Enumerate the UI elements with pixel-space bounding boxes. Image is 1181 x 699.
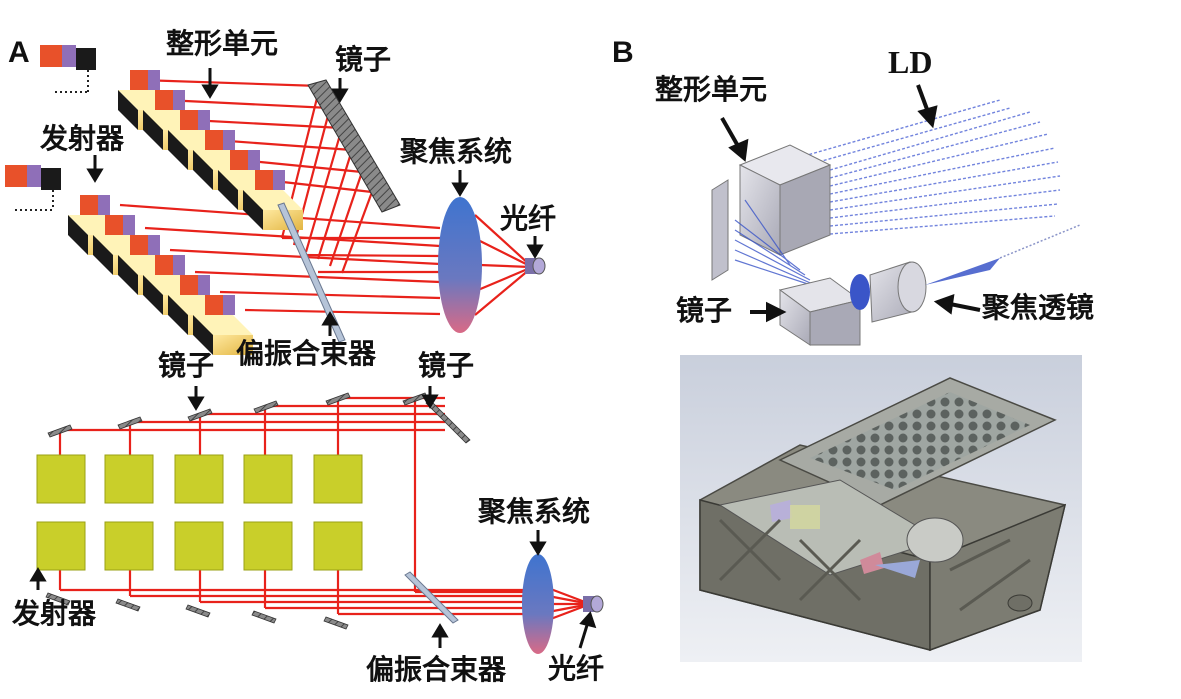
panel-a-bottom-diagram <box>29 386 604 654</box>
panel-a-top-diagram <box>5 45 546 355</box>
bottom-polarization-combiner <box>404 571 459 624</box>
lower-emitter-blocks <box>68 195 253 355</box>
panel-b-arrows <box>720 84 981 323</box>
panel-b-housing-render <box>680 355 1082 662</box>
label-mirror-top: 镜子 <box>335 43 392 76</box>
mirror-plate <box>307 79 401 213</box>
polarization-combiner-plate <box>277 202 346 343</box>
panel-b-mirror-block <box>778 277 862 346</box>
legend-emitter-top <box>40 45 96 93</box>
legend-emitter-lower <box>5 165 61 211</box>
label-ld: LD <box>888 44 933 80</box>
panel-label-a: A <box>8 36 30 69</box>
shaping-unit-block <box>738 144 832 256</box>
label-fiber-bottom: 光纤 <box>548 652 605 685</box>
bottom-beams <box>58 396 586 622</box>
bottom-focusing-lens <box>522 554 554 654</box>
label-emitter-top: 发射器 <box>40 122 125 155</box>
label-shaping-unit-b: 整形单元 <box>655 73 768 106</box>
panel-a-bottom-arrows <box>29 386 597 649</box>
panel-a-top-arrows <box>86 68 544 336</box>
label-polarization-combiner-bottom: 偏振合束器 <box>366 653 507 686</box>
label-shaping-unit: 整形单元 <box>166 27 279 60</box>
label-mirror-bottom-left: 镜子 <box>158 349 215 382</box>
ld-beams <box>789 99 1061 235</box>
label-emitter-bottom: 发射器 <box>12 597 97 630</box>
label-mirror-bottom-right: 镜子 <box>418 349 475 382</box>
label-fiber-top: 光纤 <box>500 202 557 235</box>
label-focusing-lens-b: 聚焦透镜 <box>982 291 1095 324</box>
label-focusing-system-bottom: 聚焦系统 <box>478 495 591 528</box>
panel-label-b: B <box>612 36 634 69</box>
panel-b-top-diagram <box>711 84 1081 346</box>
shaping-side-plate <box>711 179 729 281</box>
small-mirrors <box>45 392 471 630</box>
label-polarization-combiner-top: 偏振合束器 <box>236 337 377 370</box>
label-mirror-b: 镜子 <box>676 294 733 327</box>
emitter-grid <box>36 454 363 571</box>
fiber-connector <box>525 257 546 275</box>
bottom-fiber-connector <box>583 595 604 613</box>
label-focusing-system-top: 聚焦系统 <box>400 135 513 168</box>
focusing-lens <box>438 197 482 333</box>
panel-b-focusing-lens <box>850 224 1081 323</box>
upper-emitter-blocks <box>118 70 303 230</box>
